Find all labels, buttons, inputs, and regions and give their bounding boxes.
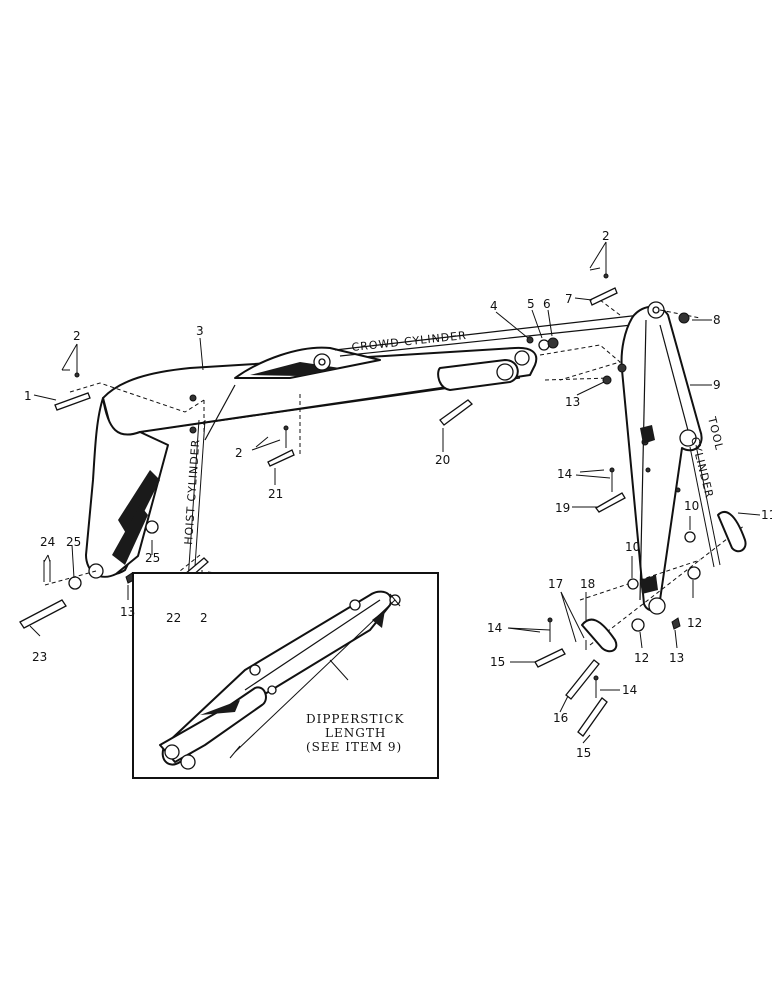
- hoist-cylinder-label: HOIST CYLINDER: [182, 438, 202, 545]
- inset-dipperstick-length: DIPPERSTICK LENGTH (SEE ITEM 9): [132, 572, 439, 779]
- tool-cylinder-label-line1: TOOL: [705, 415, 726, 452]
- callout-14: 14: [622, 683, 637, 697]
- assembly-lines: [44, 299, 746, 646]
- callout-2: 2: [602, 229, 610, 243]
- crowd-cylinder: [334, 314, 641, 357]
- inset-label-line2: LENGTH: [325, 726, 386, 740]
- callout-14: 14: [557, 467, 572, 481]
- callout-2: 2: [73, 329, 81, 343]
- callout-22: 22: [166, 611, 181, 625]
- callout-6: 6: [543, 297, 551, 311]
- callout-24: 24: [40, 535, 55, 549]
- inset-label-line3: (SEE ITEM 9): [306, 740, 402, 754]
- callout-17: 17: [548, 577, 563, 591]
- callout-3: 3: [196, 324, 204, 338]
- callout-20: 20: [435, 453, 450, 467]
- callout-23: 23: [32, 650, 47, 664]
- callout-25: 25: [145, 551, 160, 565]
- callout-10: 10: [684, 499, 699, 513]
- callout-25: 25: [66, 535, 81, 549]
- callout-12: 12: [687, 616, 702, 630]
- callout-13: 13: [120, 605, 135, 619]
- callout-14: 14: [487, 621, 502, 635]
- callout-2: 2: [200, 611, 208, 625]
- callout-21: 21: [268, 487, 283, 501]
- dipperstick: [617, 301, 703, 615]
- callout-7: 7: [565, 292, 573, 306]
- tool-cylinder: [689, 444, 721, 568]
- inset-label-line1: DIPPERSTICK: [306, 712, 404, 726]
- callout-5: 5: [527, 297, 535, 311]
- crowd-cylinder-label: CROWD CYLINDER: [351, 329, 467, 354]
- callout-2: 2: [235, 446, 243, 460]
- callout-13: 13: [669, 651, 684, 665]
- leader-lines: [29, 241, 761, 744]
- loose-parts: [19, 250, 747, 737]
- callout-8: 8: [713, 313, 721, 327]
- callout-10: 10: [625, 540, 640, 554]
- callout-15: 15: [576, 746, 591, 760]
- callout-9: 9: [713, 378, 721, 392]
- boom: [85, 346, 538, 579]
- callout-16: 16: [553, 711, 568, 725]
- callout-15: 15: [490, 655, 505, 669]
- callout-19: 19: [555, 501, 570, 515]
- callout-1: 1: [24, 389, 32, 403]
- callout-11: 11: [761, 508, 772, 522]
- callout-12: 12: [634, 651, 649, 665]
- callout-18: 18: [580, 577, 595, 591]
- callout-13: 13: [565, 395, 580, 409]
- callout-4: 4: [490, 299, 498, 313]
